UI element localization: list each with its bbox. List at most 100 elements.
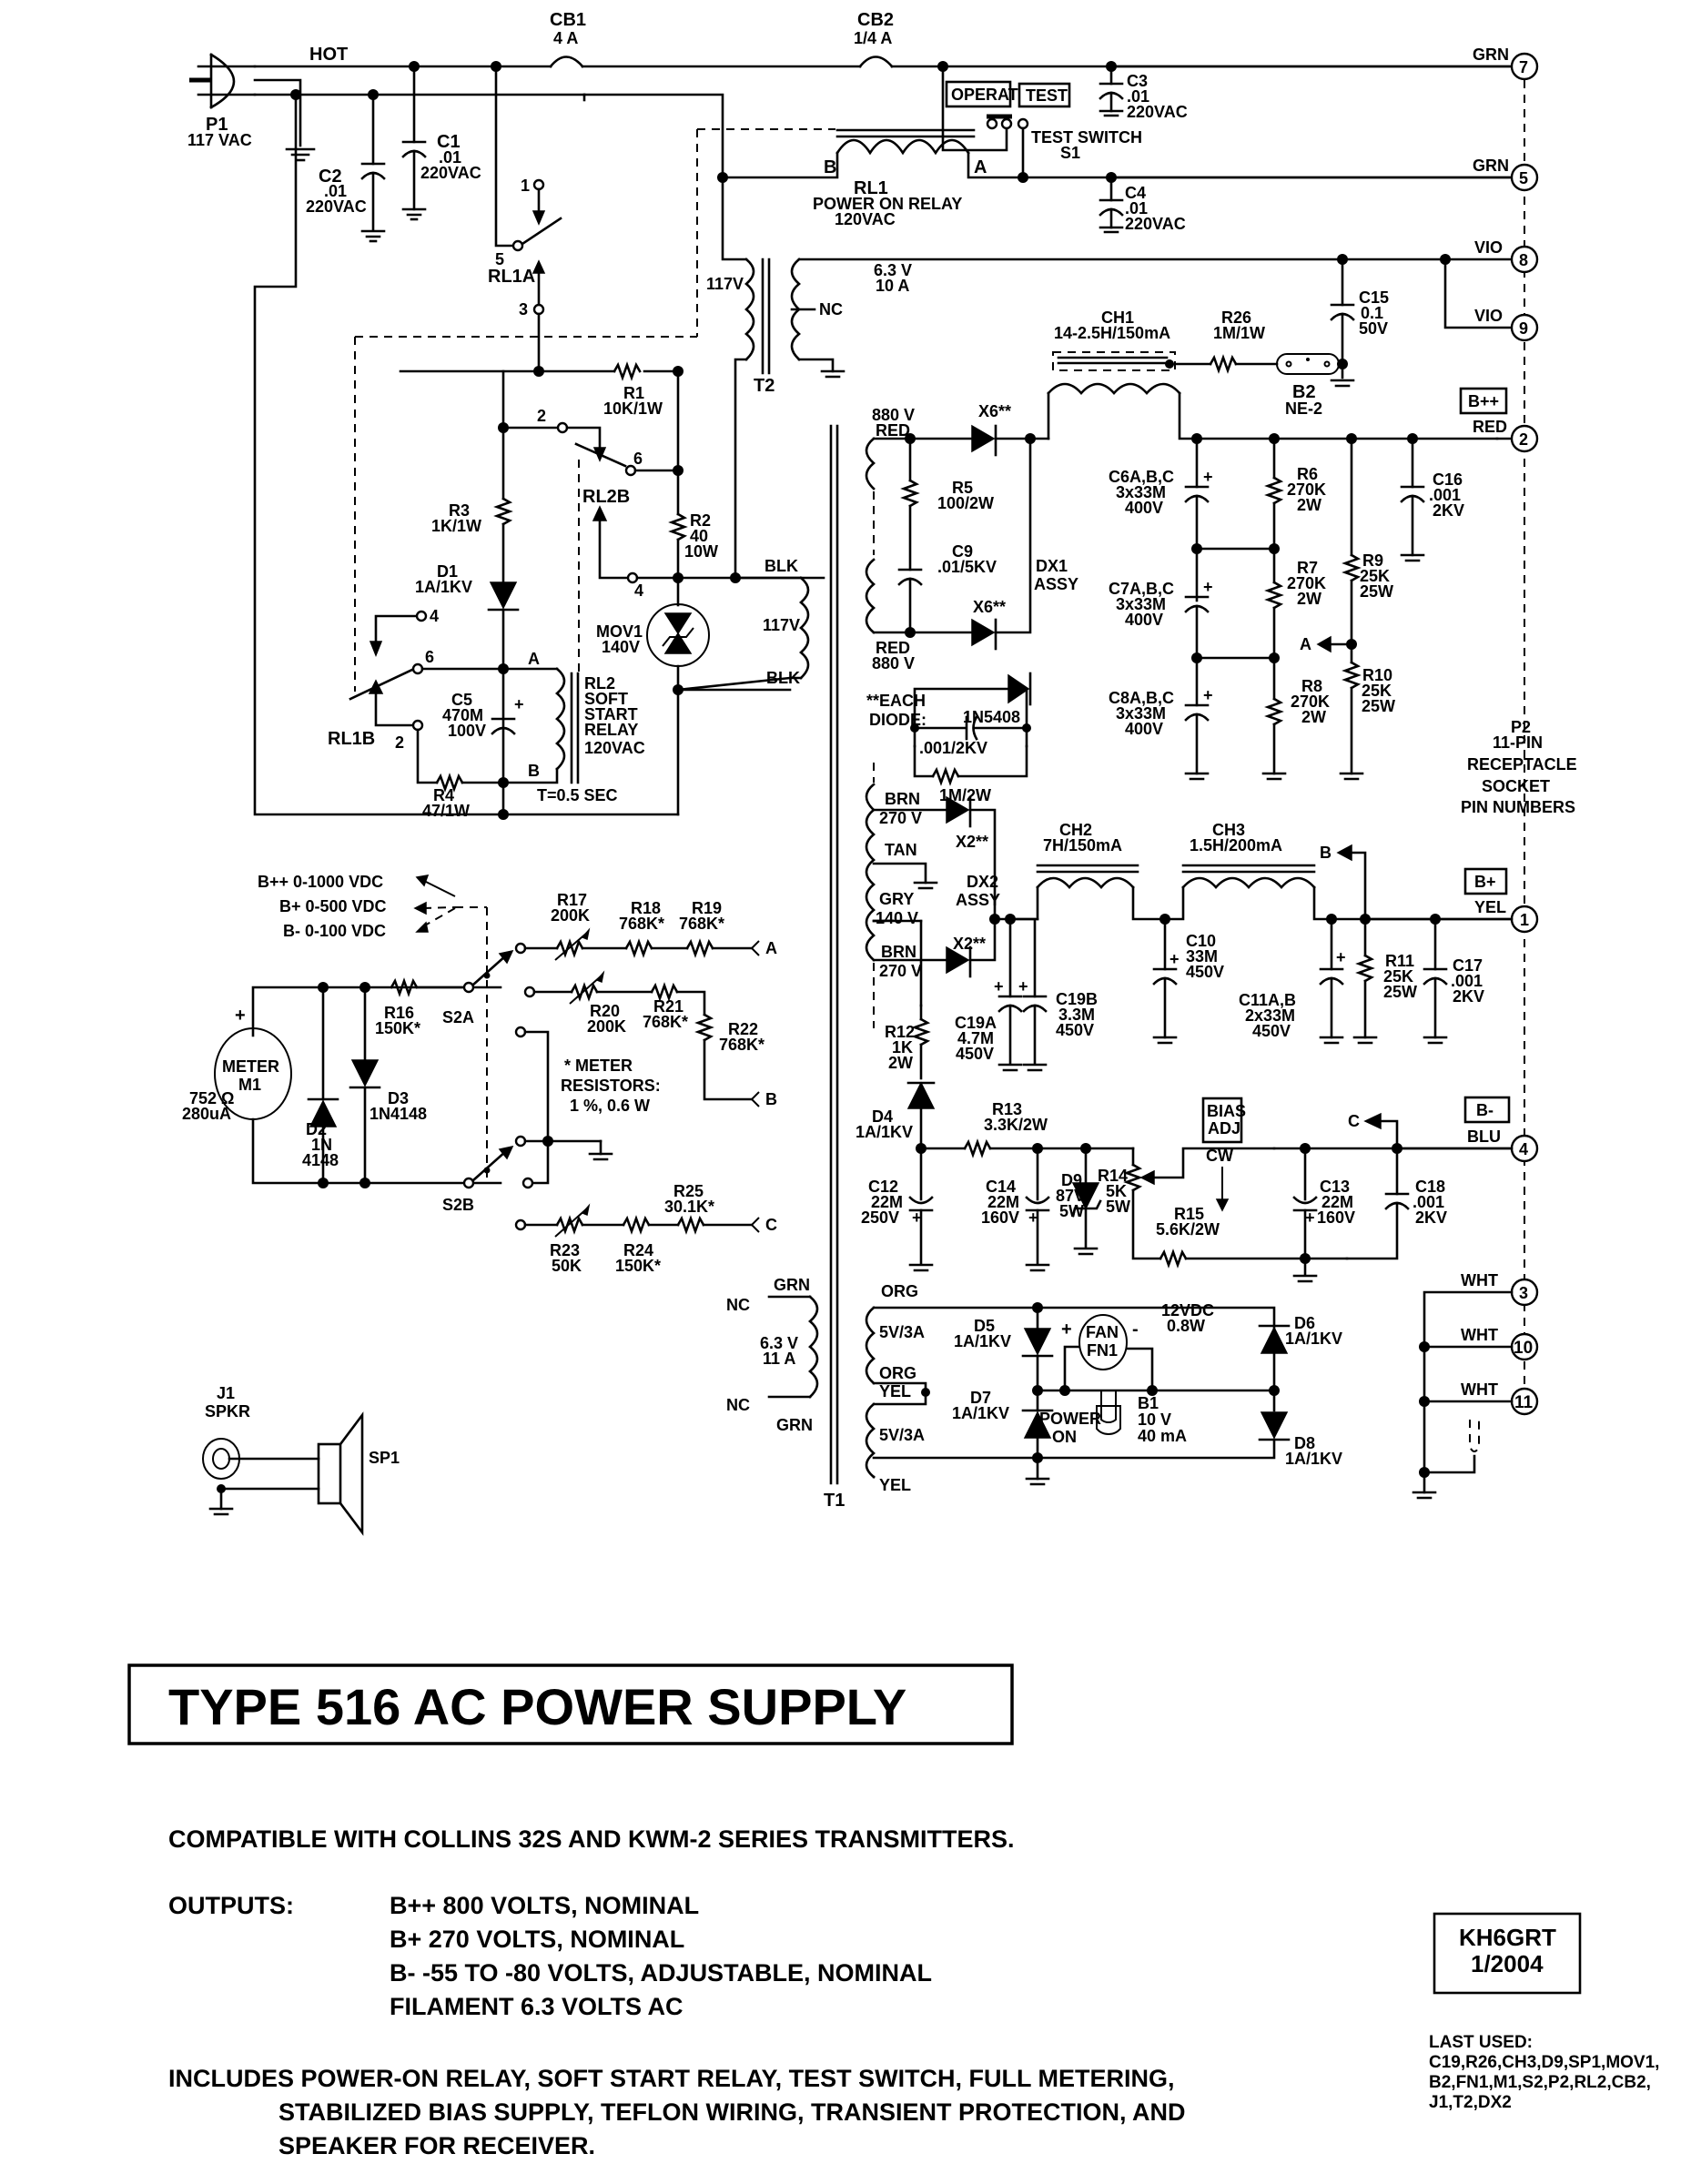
range-switch-s2b[interactable]: S2B: [442, 1145, 514, 1214]
t1-yel-top: YEL: [879, 1382, 911, 1400]
meter-note-1: * METER: [564, 1057, 633, 1075]
c9-label: C9: [952, 542, 973, 561]
r24-value: 150K*: [615, 1257, 661, 1275]
bias-adj-label: BIAS: [1207, 1102, 1246, 1120]
fan-ref: FN1: [1087, 1341, 1118, 1360]
potentiometer-r20-icon[interactable]: [570, 982, 599, 1002]
c19b-value: 3.3M: [1058, 1006, 1095, 1024]
meter-note-3: 1 %, 0.6 W: [570, 1097, 650, 1115]
c14-plus: +: [1028, 1208, 1038, 1227]
c7-value: 3x33M: [1116, 595, 1166, 613]
diode-d8-icon: [1260, 1411, 1289, 1440]
r26-label: R26: [1221, 308, 1251, 327]
t1-brn-top: BRN: [885, 790, 920, 808]
r10-rating: 25W: [1362, 697, 1395, 715]
tap-b-label: B: [1320, 844, 1332, 862]
c10-value: 33M: [1186, 947, 1218, 966]
tap-c-label: C: [1348, 1112, 1360, 1130]
c14-value: 22M: [987, 1193, 1019, 1211]
r7-value: 270K: [1287, 574, 1326, 592]
c18-label: C18: [1415, 1178, 1445, 1196]
t2-label: T2: [754, 376, 775, 396]
test-switch-s1[interactable]: OPERATE TEST TEST SWITCH S1: [937, 61, 1142, 183]
c4-rating: 220VAC: [1125, 215, 1186, 233]
meter-note-2: RESISTORS:: [561, 1077, 661, 1095]
r8-label: R8: [1301, 677, 1322, 695]
r20-label: R20: [590, 1002, 620, 1020]
pin-wire: WHT: [1461, 1326, 1498, 1344]
t1-org-top: ORG: [881, 1282, 918, 1300]
range-switch-s2a[interactable]: S2A: [442, 949, 514, 1026]
rl1-label: RL1: [854, 178, 888, 198]
rl1b-pin-6: 6: [425, 648, 434, 666]
r19-value: 768K*: [679, 915, 724, 933]
c6-label: C6A,B,C: [1109, 468, 1174, 486]
r26-value: 1M/1W: [1213, 324, 1265, 342]
title-box: [127, 1663, 1014, 1745]
c16-rating: 2KV: [1433, 501, 1464, 520]
c12-rating: 250V: [861, 1208, 899, 1227]
r15-label: R15: [1174, 1205, 1204, 1223]
t1-org-bottom: ORG: [879, 1364, 916, 1382]
rl1b-pin-4: 4: [430, 607, 439, 625]
c18-rating: 2KV: [1415, 1208, 1447, 1227]
t1-label: T1: [824, 1491, 845, 1511]
pin-tag: B-: [1476, 1101, 1494, 1119]
r23-label: R23: [550, 1241, 580, 1259]
breaker-cb2-icon: [858, 56, 894, 68]
d2-label: D2: [306, 1120, 327, 1138]
j1-desc: SPKR: [205, 1402, 250, 1421]
speaker-sp1-icon: [317, 1411, 364, 1536]
potentiometer-r14-icon[interactable]: [1123, 1163, 1143, 1192]
d4-rating: 1A/1KV: [856, 1123, 913, 1141]
pin-num: 3: [1519, 1284, 1528, 1302]
c6-plus: +: [1203, 468, 1213, 486]
dx2-assy: ASSY: [956, 891, 1000, 909]
t1-yel-bottom: YEL: [879, 1476, 911, 1494]
t1-270v-top: 270 V: [879, 809, 922, 827]
r14-label: R14: [1098, 1167, 1128, 1185]
pin-wire: WHT: [1461, 1380, 1498, 1399]
rl2-desc-3: RELAY: [584, 721, 638, 739]
transformer-t1: T1 BLK 117V BLK 880 V RED RED 880 V BRN …: [676, 406, 938, 1511]
r9-label: R9: [1362, 551, 1383, 570]
t1-fil-voltage: 6.3 V: [760, 1334, 798, 1352]
rl2-pin-b: B: [528, 762, 540, 780]
resistor-r16-icon: [390, 977, 419, 997]
c10-rating: 450V: [1186, 963, 1224, 981]
potentiometer-r23-icon[interactable]: [555, 1215, 584, 1235]
c13-rating: 160V: [1317, 1208, 1355, 1227]
r6-label: R6: [1297, 465, 1318, 483]
c10-label: C10: [1186, 932, 1216, 950]
t1-140v: 140 V: [876, 909, 918, 927]
d1-rating: 1A/1KV: [415, 578, 472, 596]
c13-plus: +: [1305, 1208, 1315, 1227]
c11-label: C11A,B: [1239, 991, 1296, 1009]
r2-label: R2: [690, 511, 711, 530]
d4-label: D4: [872, 1107, 893, 1126]
c17-label: C17: [1453, 956, 1483, 975]
pin-wire: RED: [1473, 418, 1507, 436]
rl1b-pin-2: 2: [395, 733, 404, 752]
r18-label: R18: [631, 899, 661, 917]
c19a-rating: 450V: [956, 1045, 994, 1063]
c11-rating: 450V: [1252, 1022, 1291, 1040]
diode-part: 1N5408: [963, 708, 1020, 726]
t1-tan: TAN: [885, 841, 917, 859]
r1-label: R1: [623, 384, 644, 402]
dx1-label: DX1: [1036, 557, 1068, 575]
cw-label: CW: [1206, 1147, 1233, 1165]
t1-fil-current: 11 A: [763, 1350, 795, 1368]
potentiometer-r17-icon[interactable]: [555, 938, 584, 958]
pin-wire: VIO: [1474, 238, 1503, 257]
choke-ch1-icon: [1047, 382, 1181, 395]
dx2-label: DX2: [967, 873, 998, 891]
r4-label: R4: [433, 786, 454, 804]
output-filament: FILAMENT 6.3 VOLTS AC: [390, 1993, 683, 2020]
power-on-relay-rl1: B A RL1 POWER ON RELAY 120VAC: [354, 128, 1513, 692]
